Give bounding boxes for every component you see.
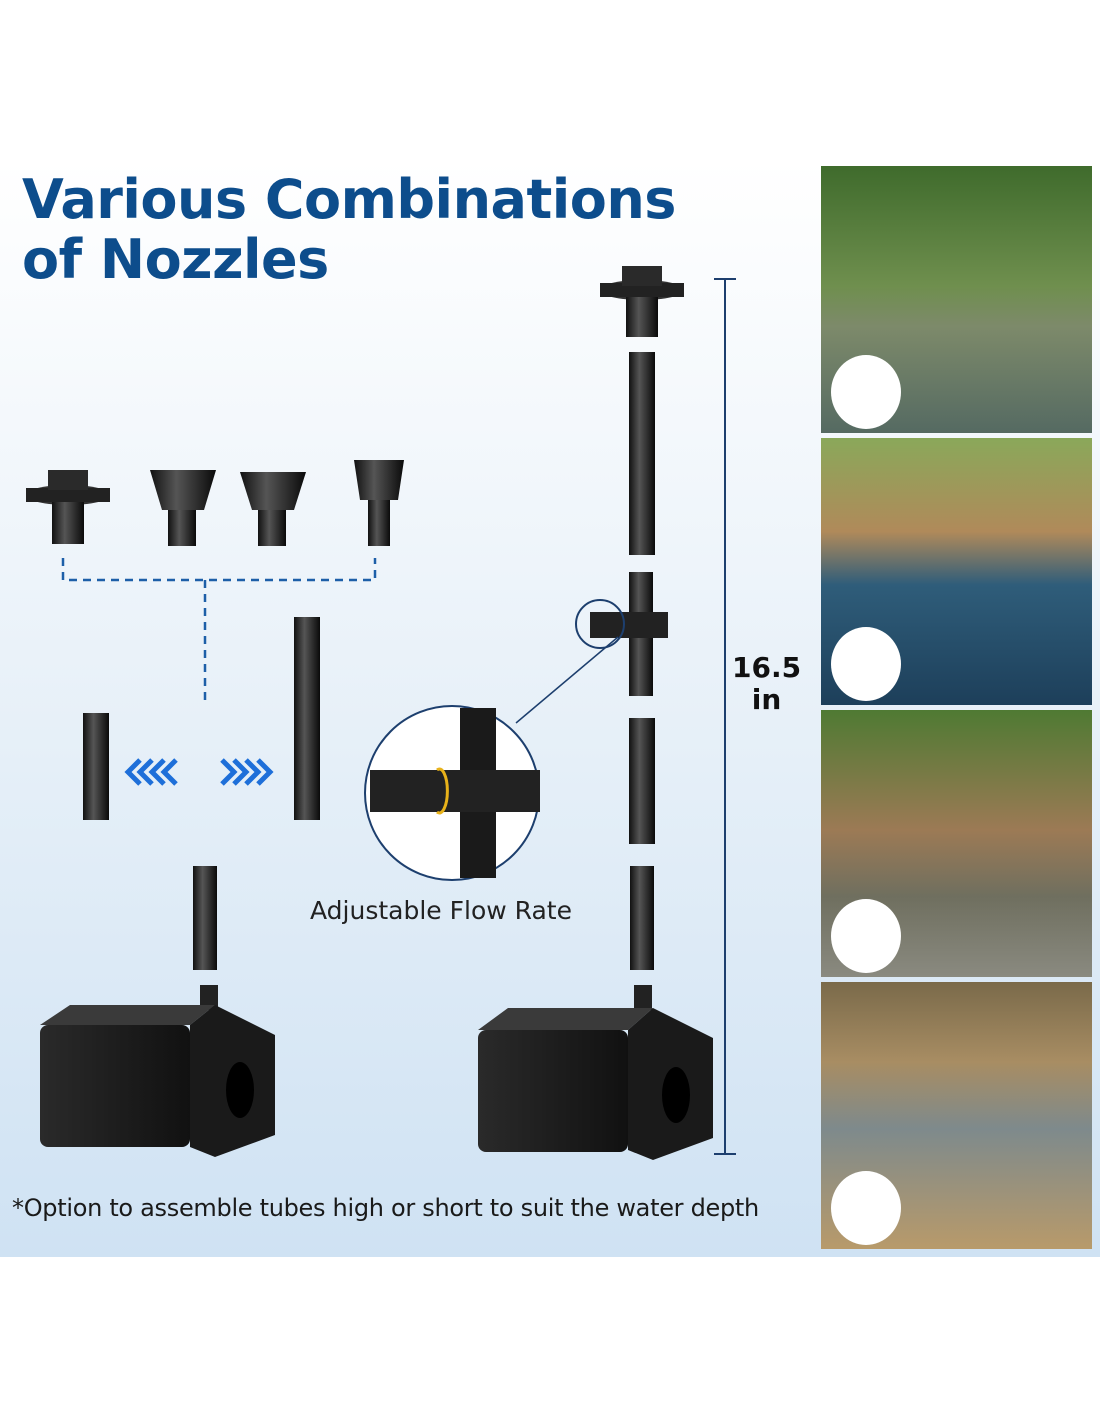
multi-jet-nozzle-icon	[600, 266, 684, 337]
height-label: 16.5 in	[732, 652, 801, 716]
bell-nozzle-icon	[831, 627, 901, 701]
multi-jet-nozzle-icon	[26, 470, 110, 544]
height-dimension-line	[714, 278, 736, 1155]
tube-icon	[629, 352, 655, 555]
mushroom-nozzle-icon	[831, 1171, 901, 1245]
left-pump-icon	[40, 985, 275, 1157]
headline-line-1: Various Combinations	[22, 168, 676, 231]
adapter-icon	[193, 866, 217, 970]
flow-valve-tee-icon	[590, 572, 668, 696]
tube-icon	[629, 718, 655, 844]
photo-bell-fountain-pond	[821, 438, 1092, 705]
height-unit: in	[751, 683, 782, 716]
short-tube-icon	[83, 713, 109, 820]
headline-line-2: of Nozzles	[22, 228, 329, 291]
photo-mushroom-fountain	[821, 982, 1092, 1249]
bell-nozzle-icon	[150, 470, 216, 546]
mushroom-nozzle-icon	[354, 460, 404, 546]
multi-jet-nozzle-icon	[831, 899, 901, 973]
footnote: *Option to assemble tubes high or short …	[12, 1194, 759, 1222]
flow-rate-label: Adjustable Flow Rate	[310, 896, 572, 925]
adapter-icon	[630, 866, 654, 970]
photo-bell-fountain-garden	[821, 166, 1092, 433]
swap-arrows-icon	[124, 758, 274, 786]
bell-nozzle-icon	[240, 472, 306, 546]
height-value: 16.5	[732, 651, 802, 684]
photo-multi-jet-fountain	[821, 710, 1092, 977]
bell-nozzle-icon	[831, 355, 901, 429]
right-pump-icon	[478, 985, 713, 1160]
flow-rate-callout	[364, 705, 540, 881]
long-tube-icon	[294, 617, 320, 820]
